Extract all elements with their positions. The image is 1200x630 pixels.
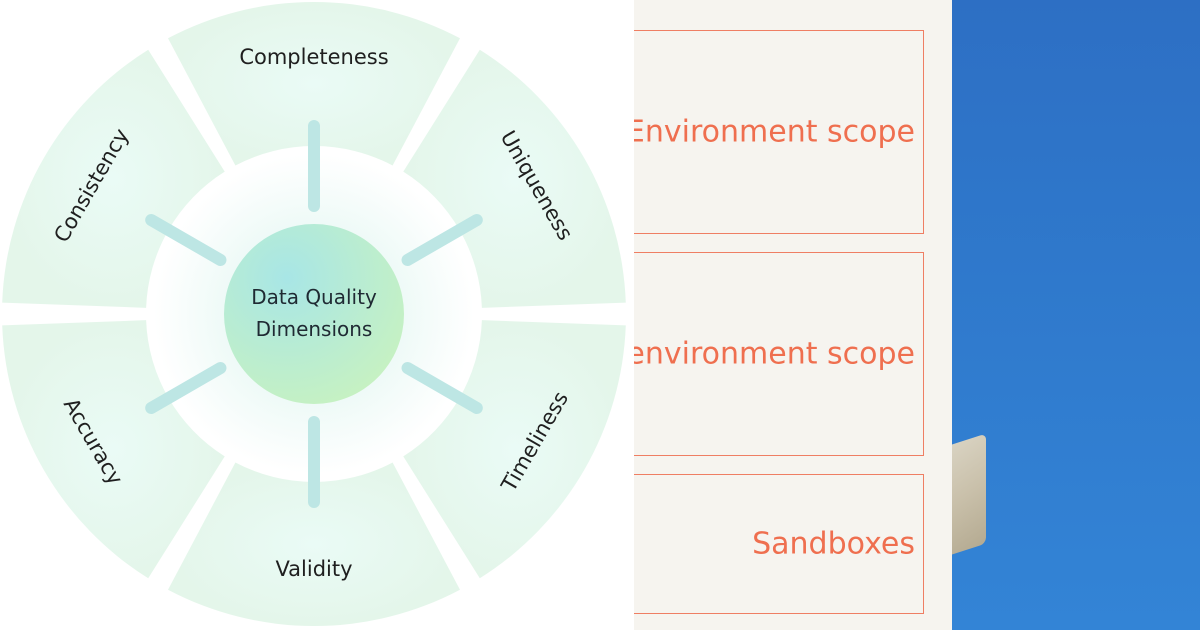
spoke-uniqueness <box>401 214 483 266</box>
scope-box-3: Sandboxes <box>634 474 924 614</box>
scope-box-2-label: environment scope <box>634 336 915 372</box>
segment-validity <box>168 462 460 626</box>
center-circle <box>224 224 404 404</box>
scope-box-1-label: Environment scope <box>634 114 915 150</box>
scope-box-3-label: Sandboxes <box>752 526 915 562</box>
wood-fragment-image <box>952 433 986 557</box>
scope-box-1: Environment scope <box>634 30 924 234</box>
spoke-accuracy <box>145 362 227 414</box>
wheel-graphic: Data Quality Dimensions CompletenessUniq… <box>2 1 626 626</box>
segment-uniqueness <box>403 49 626 308</box>
spoke-timeliness <box>401 362 483 414</box>
segment-timeliness <box>403 320 626 579</box>
segment-completeness <box>168 1 460 166</box>
segment-label-completeness: Completeness <box>239 45 388 69</box>
environment-scope-panel: Environment scope environment scope Sand… <box>634 0 952 630</box>
segment-label-validity: Validity <box>275 557 352 581</box>
segment-accuracy <box>2 320 225 579</box>
sky-photo-panel <box>952 0 1200 630</box>
scope-box-2: environment scope <box>634 252 924 456</box>
center-label-line2: Dimensions <box>256 317 373 341</box>
segment-consistency <box>2 49 225 308</box>
spoke-consistency <box>145 214 227 266</box>
center-label-line1: Data Quality <box>251 285 377 309</box>
